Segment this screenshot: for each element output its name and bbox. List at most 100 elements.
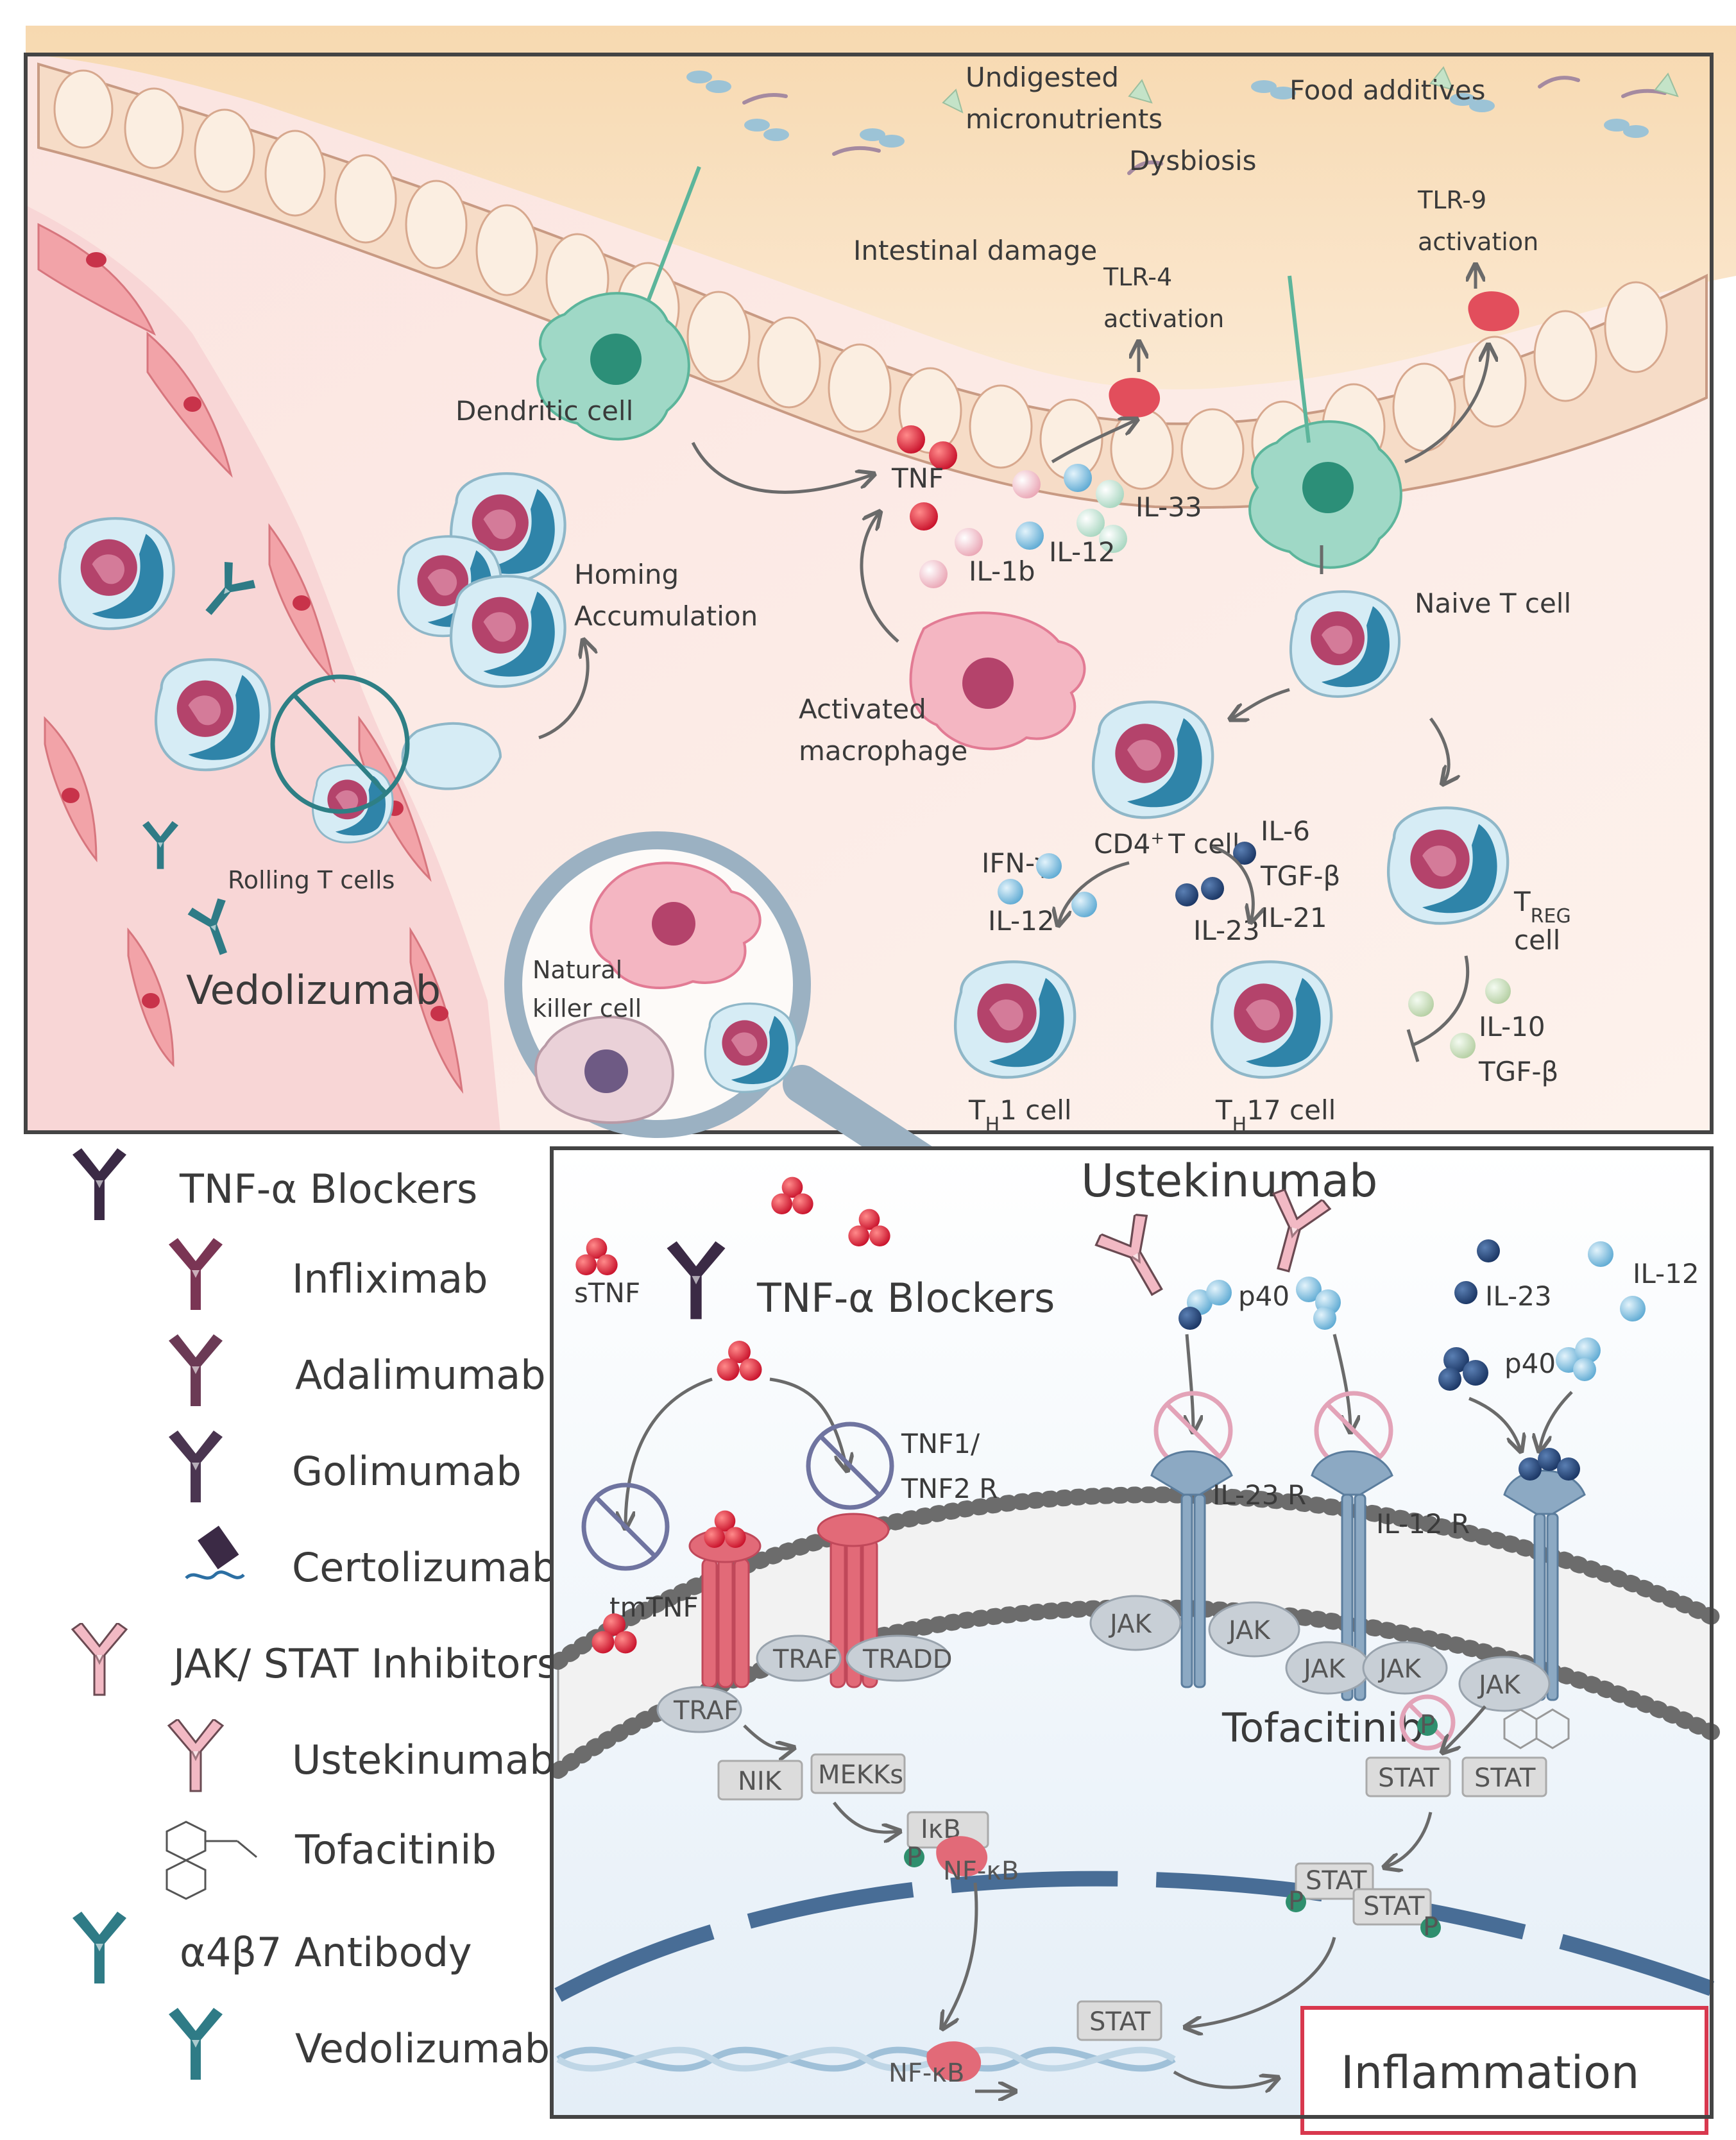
label-jak-5: JAK [1477,1670,1521,1700]
label-killer-cell: killer cell [532,994,642,1023]
legend-adalimumab: Adalimumab [295,1352,546,1398]
ifn-cytokine [1036,853,1062,879]
legend-infliximab-icon [169,1238,223,1310]
top-panel: Undigested micronutrients Food additives… [24,26,1736,1136]
label-p-ikb: P [906,1842,922,1872]
stat-box-3 [1295,1862,1374,1900]
legend-ustekinumab-icon [167,1719,224,1792]
label-nfkb: NF-κB [943,1856,1019,1886]
legend-a4b7: α4β7 Antibody [180,1929,472,1976]
inflammation-box [1300,2006,1708,2135]
label-il6: IL-6 [1261,815,1310,847]
arrow-nfkb-to-dna [943,1882,978,2027]
blocked-adhesion-slash [293,694,387,794]
inhibit-tmtnf [581,1482,670,1571]
legend-golimumab-icon [169,1431,223,1502]
label-treg: TREG [1513,886,1571,928]
inhibit-tnfr [806,1422,894,1510]
label-activated: Activated [799,693,926,725]
jak-box-4 [1362,1641,1448,1695]
label-tradd: TRADD [862,1645,953,1674]
il23-cytokine-1 [1175,883,1198,906]
label-tlr4: TLR-4 [1103,263,1172,291]
label-il12r: IL-12 R [1376,1508,1470,1540]
label-undigested: Undigested [966,62,1119,93]
legend-tnf-blocker-icon [72,1148,126,1220]
label-il23r: IL-23 R [1213,1479,1306,1511]
label-p-stat-2: P [1423,1912,1438,1942]
legend-infliximab: Infliximab [292,1255,488,1302]
label-stat-1: STAT [1378,1763,1440,1793]
label-jak-1: JAK [1108,1609,1152,1639]
phospho-jak [1417,1715,1438,1736]
p40-free-1 [1438,1347,1488,1391]
arrow-traf-to-nik [743,1724,792,1749]
jak-box-1 [1089,1595,1182,1651]
phospho-ikb [904,1847,924,1867]
arrow-homing [538,641,588,740]
legend-tnf-blockers: TNF-α Blockers [179,1166,477,1212]
label-stat-2: STAT [1474,1763,1536,1793]
arrow-naive-to-treg [1429,717,1449,783]
legend-certolizumab: Certolizumab [292,1544,557,1591]
il23-ball-1 [1477,1239,1500,1262]
label-macrophage: macrophage [799,735,967,767]
th1-cell [955,962,1075,1077]
nik-box [717,1760,803,1801]
phospho-stat-2 [1420,1917,1441,1938]
label-stat-4: STAT [1363,1892,1425,1921]
label-traf-1: TRAF [772,1645,838,1674]
legend-a4b7-icon [72,1912,126,1983]
arrow-jak-to-stat [1443,1705,1486,1751]
naive-t-cell [1289,590,1401,698]
label-il12: IL-12 [1049,536,1116,568]
legend-jak-stat-icon [71,1623,128,1696]
arrow-naive-to-cd4 [1232,688,1290,718]
label-th17-cell: TH17 cell [1215,1094,1336,1136]
traf-box-2 [656,1686,742,1733]
label-p40-b: p40 [1504,1348,1556,1379]
label-dendritic-cell: Dendritic cell [455,395,633,427]
label-traf-2: TRAF [673,1696,738,1726]
nuclear-membrane [554,1871,1715,2002]
label-p-jak: P [1420,1710,1435,1740]
arrow-to-tmtnf [625,1377,713,1527]
traf-box-1 [756,1635,842,1682]
nk-cell [534,1015,674,1124]
p40-bound-2 [1296,1277,1341,1330]
label-jak-2: JAK [1227,1616,1271,1645]
arrow-stat-to-dna [1187,1937,1336,2027]
jak-box-2 [1208,1601,1300,1658]
il12-cytokine-3 [1071,892,1097,917]
label-il33: IL-33 [1136,491,1202,523]
label-il12-th1: IL-12 [988,905,1055,937]
rolling-t-cell [311,764,394,844]
phospho-stat-1 [1286,1892,1306,1912]
dendritic-cell-left [536,166,701,441]
label-rolling-t-cells: Rolling T cells [228,866,395,894]
mekks-box [810,1753,906,1794]
arrow-macrophage-to-tnf [860,513,899,643]
arrow-to-tlr9 [1404,346,1488,464]
legend-jak-stat: JAK/ STAT Inhibitors [171,1640,557,1687]
intestinal-lumen [26,26,1736,390]
label-nik: NIK [738,1767,783,1796]
legend: TNF-α Blockers Infliximab Adalimumab Gol… [71,1148,557,2080]
active-receptor [1503,1470,1586,1701]
blocked-adhesion-symbol [270,674,410,814]
label-tgfb: TGF-β [1260,860,1340,892]
tlr4-receptor [1109,378,1161,418]
lumen-particles [686,66,1679,175]
legend-adalimumab-icon [169,1334,223,1406]
arrow-to-inflammation [1173,2070,1277,2087]
magnifier: Natural killer cell [504,831,1007,1225]
label-il1b: IL-1b [969,556,1035,587]
label-il12-bottom: IL-12 [1633,1258,1699,1289]
label-accumulation: Accumulation [574,600,758,632]
label-tnf1: TNF1/ [901,1428,980,1459]
label-natural: Natural [532,956,622,984]
il12-ball-1 [1588,1241,1613,1267]
label-il10: IL-10 [1479,1011,1545,1042]
il23-receptor [1150,1450,1233,1688]
arrow-dendritic-to-tnf [691,441,872,494]
